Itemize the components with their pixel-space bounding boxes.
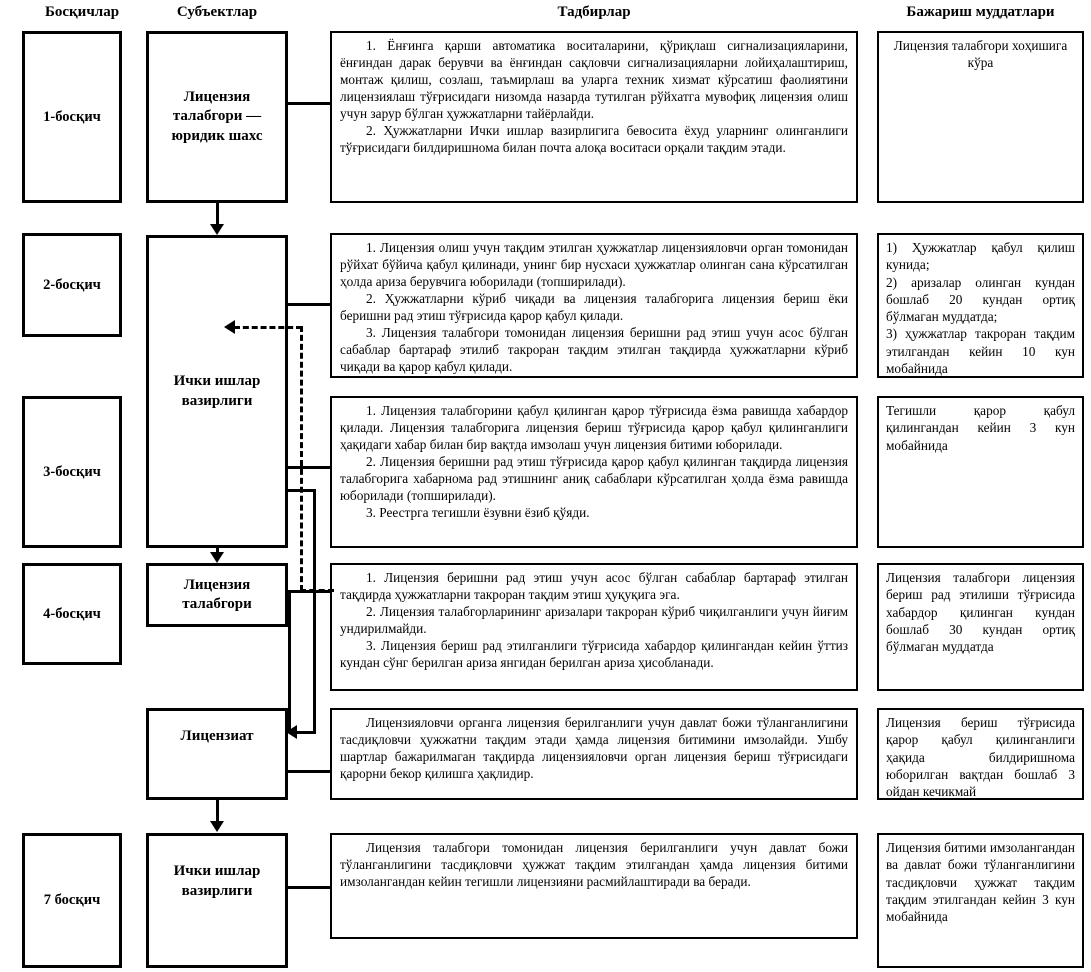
measures-box-7: Лицензия талабгори томонидан лицензия бе…	[330, 833, 858, 939]
measure-item: 3. Лицензия талабгори томонидан лицензия…	[340, 324, 848, 374]
subject-label-1: Лицензия талабгори — юридик шахс	[171, 89, 263, 144]
stage-label-1: 1-босқич	[43, 108, 101, 125]
deadline-item: Лицензия талабгори хоҳишига кўра	[893, 38, 1068, 71]
subject-box-license-applicant: Лицензия талабгори	[146, 563, 288, 627]
deadline-item: 1) Ҳужжатлар қабул қилиш кунида;	[886, 240, 1075, 273]
measure-item: 2. Лицензия талабгорларининг аризалари т…	[340, 603, 848, 636]
measures-box-4: 1. Лицензия беришни рад этиш учун асос б…	[330, 563, 858, 691]
connector-subject1-to-measures1	[288, 102, 332, 105]
feedback-dashed-horizontal-bottom	[300, 589, 334, 592]
stage-label-3: 3-босқич	[43, 463, 101, 480]
arrow-down-to-subject2	[210, 224, 224, 235]
deadline-box-5: Лицензия бериш тўғрисида қарор қабул қил…	[877, 708, 1084, 800]
connector-applicant-to-licensee-vertical	[288, 590, 291, 733]
measure-item: 2. Лицензия беришни рад этиш тўғрисида қ…	[340, 453, 848, 503]
connector-ministry-to-licensee-bottom	[296, 731, 316, 734]
measures-box-2: 1. Лицензия олиш учун тақдим этилган ҳуж…	[330, 233, 858, 378]
column-header-subjects: Субъектлар	[176, 4, 258, 20]
measure-item: 3. Реестрга тегишли ёзувни ёзиб қўяди.	[366, 504, 590, 520]
deadline-box-3: Тегишли қарор қабул қилингандан кейин 3 …	[877, 396, 1084, 548]
connector-licensee-to-ministry-final-line	[216, 800, 219, 822]
deadline-box-4: Лицензия талабгори лицензия бериш рад эт…	[877, 563, 1084, 691]
stage-label-4: 4-босқич	[43, 605, 101, 622]
subject-box-license-applicant-legal-entity: Лицензия талабгори — юридик шахс	[146, 31, 288, 203]
stage-box-4: 4-босқич	[22, 563, 122, 665]
stage-box-2: 2-босқич	[22, 233, 122, 337]
connector-ministry-final-to-measures7	[288, 886, 332, 889]
deadline-item: 2) аризалар олинган кундан бошлаб 20 кун…	[886, 274, 1075, 325]
subject-box-ministry-internal-affairs-final: Ички ишлар вазирлиги	[146, 833, 288, 968]
deadline-box-7: Лицензия битими имзолангандан ва давлат …	[877, 833, 1084, 968]
measure-item: Лицензия талабгори томонидан лицензия бе…	[340, 840, 848, 889]
subject-box-ministry-internal-affairs: Ички ишлар вазирлиги	[146, 235, 288, 548]
arrow-down-to-ministry-final	[210, 821, 224, 832]
feedback-dashed-horizontal-top	[234, 326, 302, 329]
arrow-left-into-licensee	[286, 725, 297, 739]
deadline-item: Лицензия бериш тўғрисида қарор қабул қил…	[886, 715, 1075, 800]
stage-label-7: 7 босқич	[43, 892, 101, 909]
measure-item: Лицензияловчи органга лицензия берилганл…	[340, 715, 848, 781]
column-header-measures: Тадбирлар	[557, 4, 631, 20]
stage-box-3: 3-босқич	[22, 396, 122, 548]
subject-box-licensee: Лицензиат	[146, 708, 288, 800]
measure-item: 1. Лицензия беришни рад этиш учун асос б…	[340, 570, 848, 602]
measure-item: 2. Ҳужжатларни Ички ишлар вазирлигига бе…	[340, 122, 848, 155]
measure-item: 1. Лицензия олиш учун тақдим этилган ҳуж…	[340, 240, 848, 289]
measure-item: 3. Лицензия бериш рад этилганлиги тўғрис…	[340, 637, 848, 670]
measures-box-5: Лицензияловчи органга лицензия берилганл…	[330, 708, 858, 800]
connector-licensee-to-measures5	[288, 770, 332, 773]
deadline-item: Лицензия талабгори лицензия бериш рад эт…	[886, 570, 1075, 655]
arrow-left-feedback-to-ministry	[224, 320, 235, 334]
deadline-item: Лицензия битими имзолангандан ва давлат …	[886, 840, 1075, 925]
connector-subject1-to-subject2-line	[216, 203, 219, 226]
stage-box-7: 7 босқич	[22, 833, 122, 968]
subject-label-7: Ички ишлар вазирлиги	[173, 863, 261, 899]
connector-ministry-to-measures2	[288, 303, 332, 306]
measures-box-3: 1. Лицензия талабгорини қабул қилинган қ…	[330, 396, 858, 548]
arrow-down-to-license-applicant	[210, 552, 224, 563]
connector-ministry-to-measures3	[288, 466, 332, 469]
measure-item: 2. Ҳужжатларни кўриб чиқади ва лицензия …	[340, 290, 848, 323]
column-header-deadlines: Бажариш муддатлари	[906, 4, 1055, 20]
subject-label-5: Лицензиат	[180, 728, 254, 745]
stage-label-2: 2-босқич	[43, 276, 101, 293]
deadline-box-2: 1) Ҳужжатлар қабул қилиш кунида; 2) ариз…	[877, 233, 1084, 378]
deadline-box-1: Лицензия талабгори хоҳишига кўра	[877, 31, 1084, 203]
measures-box-1: 1. Ёнғинга қарши автоматика воситаларини…	[330, 31, 858, 203]
connector-ministry-to-applicant-line	[216, 548, 219, 555]
subject-label-4: Лицензия талабгори	[182, 576, 252, 612]
stage-box-1: 1-босқич	[22, 31, 122, 203]
deadline-item: Тегишли қарор қабул қилингандан кейин 3 …	[886, 403, 1075, 453]
connector-ministry-to-licensee-vertical	[313, 489, 316, 733]
subject-label-2: Ички ишлар вазирлиги	[173, 373, 261, 409]
column-header-stages: Босқичлар	[44, 4, 120, 20]
measure-item: 1. Ёнғинга қарши автоматика воситаларини…	[340, 38, 848, 121]
measure-item: 1. Лицензия талабгорини қабул қилинган қ…	[340, 403, 848, 452]
feedback-dashed-vertical	[300, 326, 303, 591]
deadline-item: 3) ҳужжатлар такроран тақдим этилгандан …	[886, 326, 1075, 376]
connector-ministry-to-licensee-top	[288, 489, 316, 492]
